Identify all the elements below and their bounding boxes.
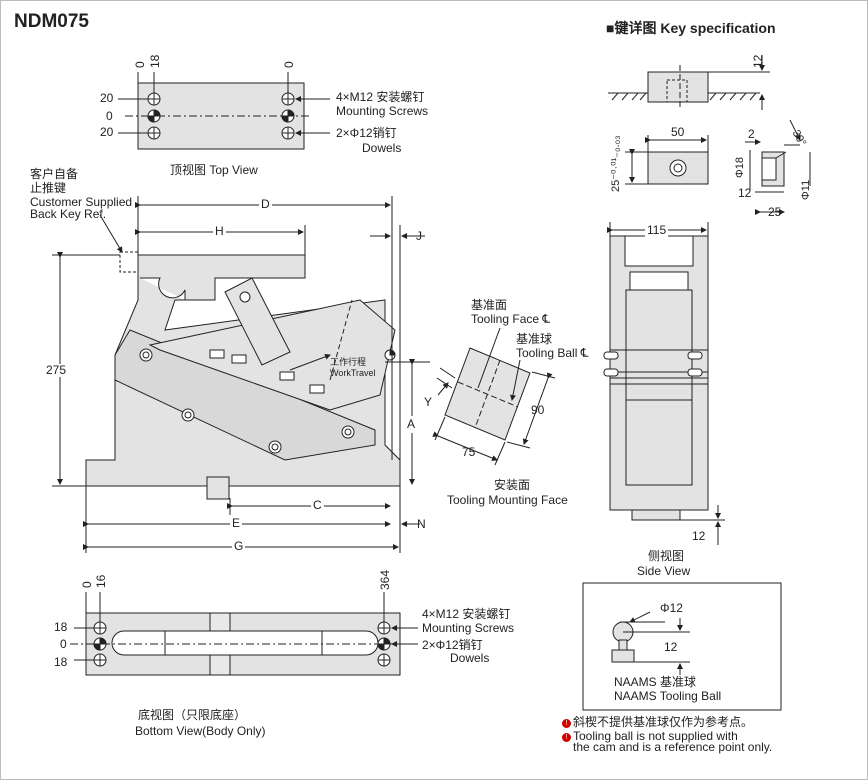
dim-N: N	[417, 517, 426, 531]
side-view	[603, 222, 725, 545]
top-view	[118, 72, 330, 150]
dim-H: H	[213, 224, 226, 238]
bottom-y-label: 18	[54, 655, 68, 669]
bottom-view-caption: 底视图（只限底座）	[138, 708, 247, 722]
dim-275: 275	[46, 363, 67, 377]
bottom-screws-label-en: Mounting Screws	[422, 621, 515, 635]
ball-label-en: NAAMS Tooling Ball	[614, 689, 722, 703]
work-travel-label: WorkTravel	[330, 368, 376, 378]
dim-A: A	[407, 416, 416, 433]
key-dim-12: 12	[751, 54, 765, 68]
note-cn: !斜楔不提供基准球仅作为参考点。	[562, 716, 753, 729]
warning-icon: !	[562, 733, 571, 742]
ball-dim-12: 12	[664, 640, 678, 654]
key-dim-25: 25	[768, 205, 782, 219]
top-y-label: 20	[100, 125, 114, 139]
dim-75: 75	[462, 445, 476, 459]
key-spec-heading: ■键详图 Key specification	[606, 20, 776, 36]
key-dim-phi18: Φ18	[734, 156, 746, 178]
warning-icon: !	[562, 719, 571, 728]
top-screws-label-en: Mounting Screws	[336, 104, 429, 118]
dim-Y: Y	[424, 395, 433, 409]
top-view-caption: 顶视图 Top View	[170, 163, 258, 177]
bottom-x-label: 0	[80, 581, 94, 588]
top-dowels-label-en: Dowels	[362, 141, 402, 155]
work-travel-label: 工作行程	[330, 357, 367, 367]
note-en: !Tooling ball is not supplied with	[562, 730, 738, 743]
key-dim-12b: 12	[738, 186, 752, 200]
mount-face-label: 安装面	[494, 478, 531, 492]
side-view-caption: 侧视图	[648, 549, 685, 563]
mount-face-label-en: Tooling Mounting Face	[447, 493, 568, 507]
customer-key-label: Back Key Ref.	[30, 207, 107, 221]
bottom-dowels-label: 2×Φ12销钉	[422, 638, 483, 652]
dim-J: J	[416, 229, 422, 243]
note-en-text: Tooling ball is not supplied with	[573, 729, 738, 743]
bottom-view	[70, 592, 418, 676]
bottom-screws-label: 4×M12 安装螺钉	[422, 607, 511, 621]
side-view-caption-en: Side View	[637, 564, 691, 578]
drawing-title: NDM075	[14, 11, 89, 32]
dim-D: D	[259, 197, 272, 211]
top-dowels-label: 2×Φ12销钉	[336, 126, 397, 140]
top-y-label: 0	[106, 109, 113, 123]
bottom-x-label: 364	[378, 569, 392, 590]
top-x-label: 0	[282, 61, 296, 68]
tooling-ball-label-en: Tooling Ball ℄	[516, 346, 589, 360]
bottom-view-caption-en: Bottom View(Body Only)	[135, 724, 266, 738]
customer-key-label: 止推键	[30, 181, 67, 195]
key-spec	[608, 55, 811, 215]
top-x-label: 18	[148, 54, 162, 68]
customer-key-label: 客户自备	[30, 167, 79, 181]
bottom-x-label: 16	[94, 574, 108, 588]
top-x-label: 0	[133, 61, 147, 68]
top-screws-label: 4×M12 安装螺钉	[336, 90, 425, 104]
dim-G: G	[232, 539, 246, 553]
top-y-label: 20	[100, 91, 114, 105]
note-cn-text: 斜楔不提供基准球仅作为参考点。	[573, 715, 754, 729]
dim-C: C	[311, 498, 324, 512]
key-dim-phi11: Φ11	[800, 179, 812, 200]
key-dim-2: 2	[748, 127, 755, 141]
bottom-dowels-label-en: Dowels	[450, 651, 490, 665]
tooling-face-label: 基准面	[471, 298, 508, 312]
face-detail	[432, 327, 556, 466]
ball-phi12: Φ12	[660, 601, 683, 615]
bottom-y-label: 0	[60, 637, 67, 651]
note-en-2: the cam and is a reference point only.	[573, 740, 773, 754]
front-view	[52, 196, 430, 553]
tooling-ball-box	[582, 582, 782, 711]
key-dim-25-tol: 25⁻⁰·⁰¹₋₀.₀₃	[610, 135, 622, 192]
dim-E: E	[230, 516, 243, 530]
key-dim-50: 50	[671, 125, 685, 139]
side-dim-115: 115	[645, 223, 669, 237]
bottom-y-label: 18	[54, 620, 68, 634]
customer-key-label: Customer Supplied	[30, 195, 133, 209]
ball-label: NAAMS 基准球	[614, 675, 697, 689]
dim-90: 90	[531, 403, 545, 417]
side-dim-12: 12	[692, 529, 706, 543]
tooling-ball-label: 基准球	[516, 332, 553, 346]
tooling-face-label-en: Tooling Face ℄	[471, 312, 551, 326]
